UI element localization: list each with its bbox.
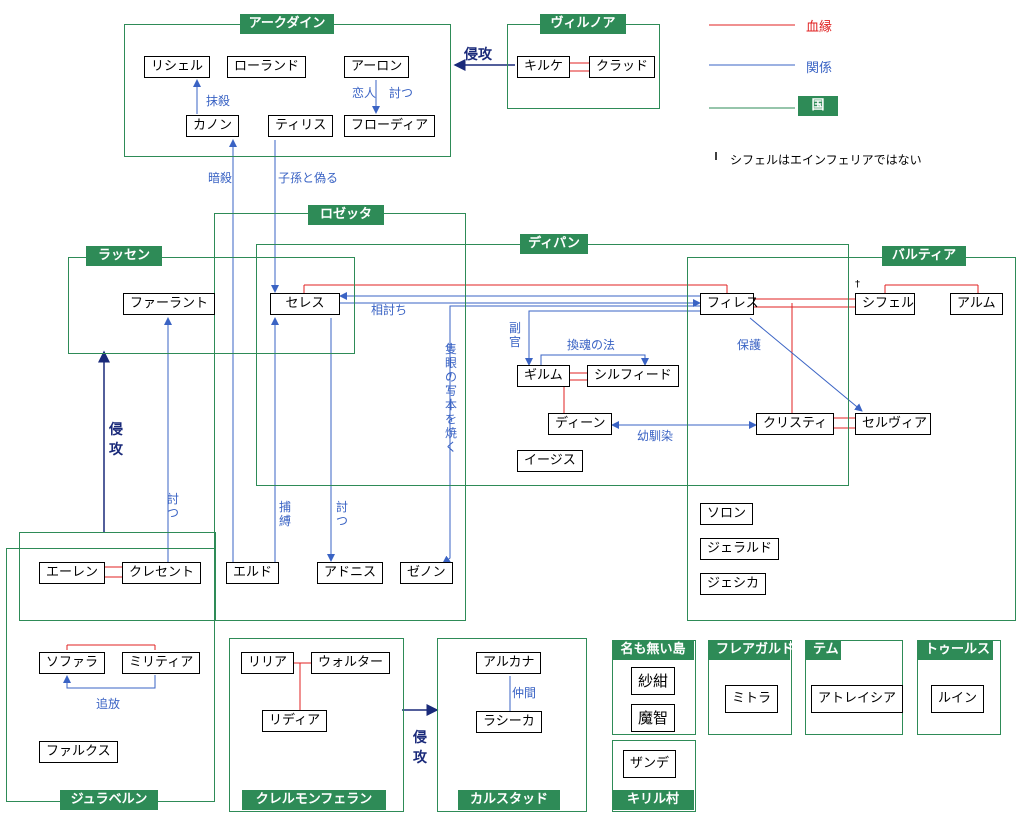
label-utsu3: 討つ [335,500,348,528]
tag-jurabelun: ジュラベルン [60,790,158,810]
label-koibito: 恋人 [352,86,377,100]
region-rosetta-lower [19,532,216,621]
legend-country: 国 [798,96,838,116]
region-bartia [687,257,1016,621]
region-kirill [612,740,696,812]
label-nakama: 仲間 [512,686,537,700]
node-sofara: ソファラ [39,652,106,674]
node-claud: クラッド [589,56,656,78]
node-machi: 魔智 [631,704,676,732]
node-sylphid: シルフィード [587,365,679,387]
label-invade-kalstad: 侵攻 [413,730,427,766]
region-jurabelun [6,548,215,802]
node-mitra: ミトラ [725,685,779,713]
node-shakon: 紗紺 [631,667,676,695]
tag-tours: トゥールス [917,640,993,660]
relation-lines [63,64,863,712]
region-lassen [68,257,355,354]
node-eren: エーレン [39,562,106,584]
legend-blood: 血縁 [806,20,833,35]
node-atreisia: アトレイシア [811,685,904,713]
node-dean: ディーン [548,413,613,435]
node-zande: ザンデ [623,750,677,778]
node-lydia: リディア [262,710,328,732]
node-arcana: アルカナ [476,652,542,674]
node-jesika: ジェシカ [700,573,767,595]
node-gerald: ジェラルド [700,538,780,560]
node-shifel: シフェル [855,293,915,315]
label-invade-lassen: 侵攻 [109,422,123,458]
legend-note: シフェルはエインフェリアではない [730,153,922,167]
tag-rosetta: ロゼッタ [308,205,384,225]
region-krelmonfelan [229,638,404,812]
tag-flagald: フレアガルド [708,640,794,660]
tag-kirill: キリル村 [612,790,694,810]
label-kankon: 換魂の法 [567,338,616,352]
node-adonis: アドニス [317,562,384,584]
node-kanon: カノン [186,115,240,137]
tag-krelmonfelan: クレルモンフェラン [242,790,386,810]
label-fukukan: 副官 [508,321,521,349]
node-militia: ミリティア [122,652,201,674]
node-girum: ギルム [517,365,570,387]
label-tsuiho: 追放 [96,697,121,711]
label-osananajimi: 幼馴染 [637,429,674,443]
node-aaron: アーロン [344,56,410,78]
node-roland: ローランド [227,56,307,78]
label-gigan: 隻眼の写本を焼く [444,342,457,454]
tag-arkdain: アークダイン [240,14,334,34]
node-falx: ファルクス [39,741,118,763]
label-hobaku: 捕縛 [278,500,291,528]
node-eld: エルド [226,562,280,584]
tag-bartia: バルティア [882,246,966,266]
node-zenon: ゼノン [400,562,453,584]
label-invade-arkdain: 侵攻 [464,47,492,63]
tag-kalstad: カルスタッド [458,790,560,810]
node-arum: アルム [950,293,1003,315]
node-farant: ファーラント [123,293,216,315]
tag-lassen: ラッセン [86,246,162,266]
node-kirke: キルケ [517,56,571,78]
node-flodia: フローディア [344,115,436,137]
attack-arrows [98,59,515,716]
node-solon: ソロン [700,503,754,525]
label-ansatsu: 暗殺 [208,171,233,185]
node-crescent: クレセント [122,562,202,584]
legend-relation: 関係 [806,61,833,76]
node-aegis: イージス [517,450,583,472]
tag-nameless: 名も無い島 [612,640,694,660]
region-kalstad [437,638,587,812]
blood-lines [66,24,979,710]
label-utsu2: 討つ [166,492,179,520]
node-philes: フィレス [700,293,759,315]
shifel-mark: † [855,279,860,290]
node-rishel: リシェル [144,56,211,78]
node-ruin: ルイン [931,685,985,713]
label-massatsu: 抹殺 [206,94,231,108]
node-seles: セレス [270,293,340,315]
node-walter: ウォルター [311,652,391,674]
label-aiuchi: 相討ち [371,303,408,317]
label-hogo: 保護 [737,338,762,352]
tag-temu: テム [805,640,841,660]
node-tiris: ティリス [268,115,334,137]
node-liria: リリア [241,652,295,674]
node-cristi: クリスティ [756,413,834,435]
node-selvia: セルヴィア [855,413,931,435]
label-utsu1: 討つ [389,86,414,100]
tag-vilnoa: ヴィルノア [540,14,626,34]
tag-dipan: ディパン [520,234,588,254]
node-rasika: ラシーカ [476,711,542,733]
label-shison: 子孫と偽る [278,171,339,185]
